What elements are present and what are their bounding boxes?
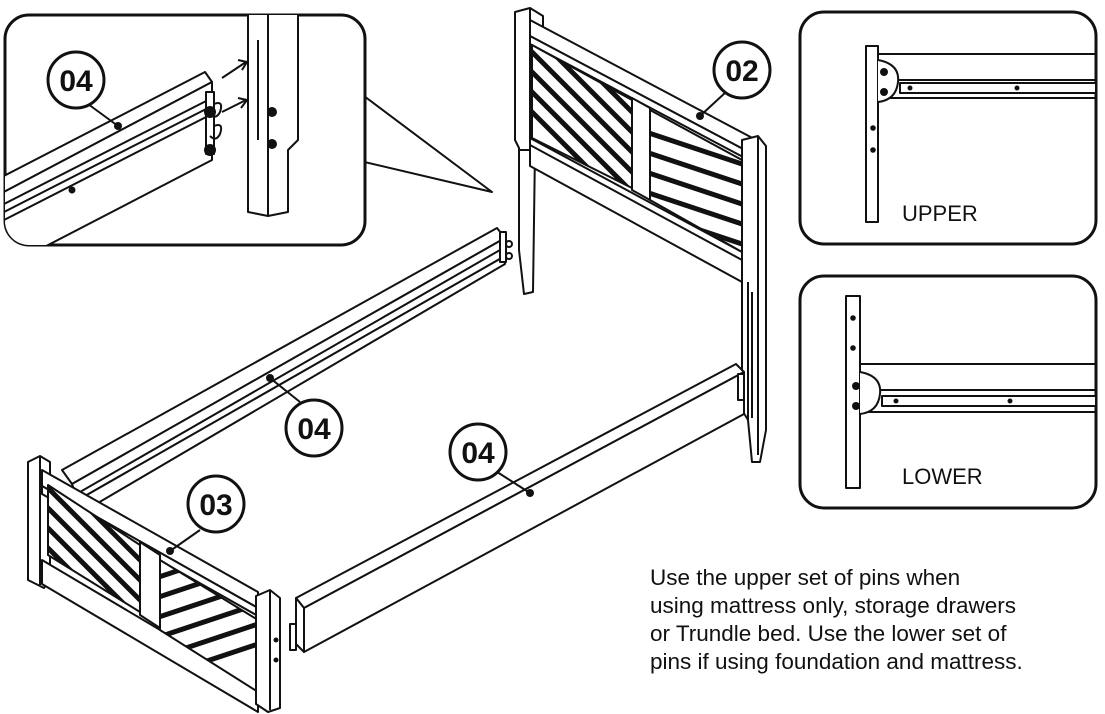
- callout-footboard-circle: [186, 474, 246, 534]
- instruction-line: or Trundle bed. Use the lower set of: [650, 621, 1007, 646]
- callout-footboard-number: 03: [199, 489, 232, 522]
- instruction-line: pins if using foundation and mattress.: [650, 649, 1023, 674]
- upper-pin-inset: [798, 10, 1098, 246]
- callout-rail-back-number: 04: [297, 413, 331, 446]
- callout-rail-front-number: 04: [461, 437, 495, 470]
- footboard: [27, 455, 281, 713]
- instruction-line: using mattress only, storage drawers: [650, 593, 1016, 618]
- lower-pin-inset: [798, 274, 1098, 510]
- side-rail-back: [61, 227, 513, 511]
- callout-rail-back-circle: [284, 398, 344, 458]
- instruction-line: Use the upper set of pins when: [650, 565, 961, 590]
- callout-leaders: [87, 91, 727, 552]
- lower-label: LOWER: [902, 464, 983, 489]
- callout-rail-front-circle: [448, 422, 508, 482]
- pin-instruction-text: Use the upper set of pins when using mat…: [650, 564, 1098, 676]
- callout-headboard-number: 02: [725, 55, 758, 88]
- headboard: [514, 7, 767, 463]
- callout-detail-circle: [46, 50, 106, 110]
- upper-label: UPPER: [902, 201, 978, 226]
- callout-headboard-circle: [712, 40, 772, 100]
- callout-detail-number: 04: [59, 65, 93, 98]
